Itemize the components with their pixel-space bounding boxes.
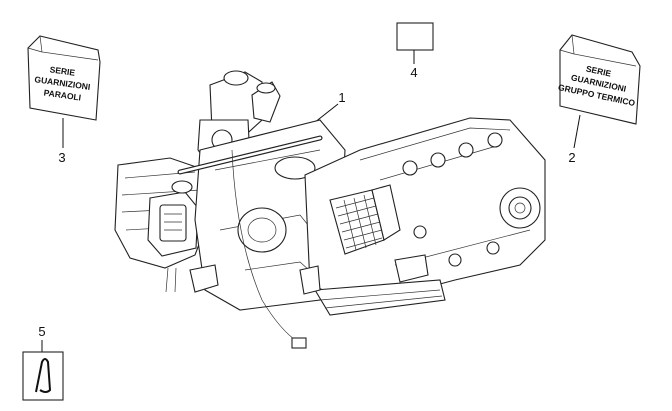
engine-assembly (114, 70, 546, 349)
hose-clip-icon (35, 358, 52, 393)
part-4-box (396, 22, 434, 51)
gasket-kit-bag-left: SERIE GUARNIZIONI PARAOLI (27, 35, 101, 121)
callout-1: 1 (338, 90, 345, 105)
gasket-kit-bag-right: SERIE GUARNIZIONI GRUPPO TERMICO (557, 34, 641, 125)
callout-4: 4 (410, 65, 417, 80)
bag-left-line1: SERIE (49, 64, 76, 77)
callout-5: 5 (38, 324, 45, 339)
leader-line-2 (573, 114, 581, 149)
callout-2: 2 (568, 150, 575, 165)
callout-3: 3 (58, 150, 65, 165)
